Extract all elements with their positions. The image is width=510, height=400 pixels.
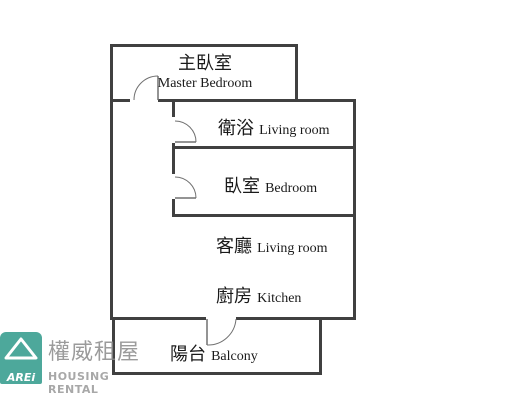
room-bathroom-zh: 衛浴 [218, 118, 254, 139]
room-kitchen-en: Kitchen [257, 291, 302, 306]
room-kitchen: 廚房 Kitchen [216, 282, 301, 308]
logo-mark: AREi [0, 332, 42, 384]
wall-balcony-left [112, 317, 115, 375]
door-master-bedroom [130, 74, 160, 102]
wall-inner-left-2 [172, 143, 175, 174]
room-kitchen-zh: 廚房 [216, 286, 252, 307]
room-living-room-zh: 客廳 [216, 236, 252, 257]
door-bathroom [174, 116, 200, 144]
room-balcony: 陽台 Balcony [170, 340, 258, 366]
wall-left [110, 44, 113, 320]
wall-inner-left-3 [172, 199, 175, 217]
room-master-bedroom-zh: 主臥室 [178, 53, 232, 74]
brand-logo: AREi 權威租屋 HOUSING RENTAL [0, 330, 160, 396]
door-bedroom [174, 172, 200, 200]
logo-subtitle: HOUSING RENTAL [48, 370, 110, 396]
wall-right [353, 99, 356, 320]
wall-bottom-right [236, 317, 356, 320]
room-balcony-zh: 陽台 [170, 344, 206, 365]
room-master-bedroom: 主臥室 Master Bedroom [150, 54, 260, 94]
room-bathroom-en: Living room [259, 123, 330, 138]
room-living-room-en: Living room [257, 241, 328, 256]
room-master-bedroom-en: Master Bedroom [157, 76, 253, 91]
room-bathroom: 衛浴 Living room [218, 114, 329, 140]
room-bedroom: 臥室 Bedroom [224, 172, 317, 198]
house-icon [4, 337, 38, 360]
wall-master-top [110, 44, 298, 47]
room-living-room: 客廳 Living room [216, 232, 327, 258]
wall-inner-left-1 [172, 99, 175, 117]
wall-master-bottom-left [110, 99, 130, 102]
room-bedroom-zh: 臥室 [224, 176, 260, 197]
logo-name: 權威租屋 [48, 340, 141, 365]
wall-master-right [295, 44, 298, 102]
wall-bath-bedroom [172, 146, 356, 149]
wall-balcony-bottom [112, 372, 322, 375]
wall-balcony-right [319, 317, 322, 375]
room-bedroom-en: Bedroom [265, 181, 318, 196]
logo-tag: AREi [6, 371, 36, 384]
wall-bottom-left [110, 317, 206, 320]
door-balcony [205, 319, 239, 347]
wall-master-bottom-right [158, 99, 356, 102]
room-balcony-en: Balcony [211, 349, 258, 364]
wall-bedroom-bottom [172, 214, 356, 217]
